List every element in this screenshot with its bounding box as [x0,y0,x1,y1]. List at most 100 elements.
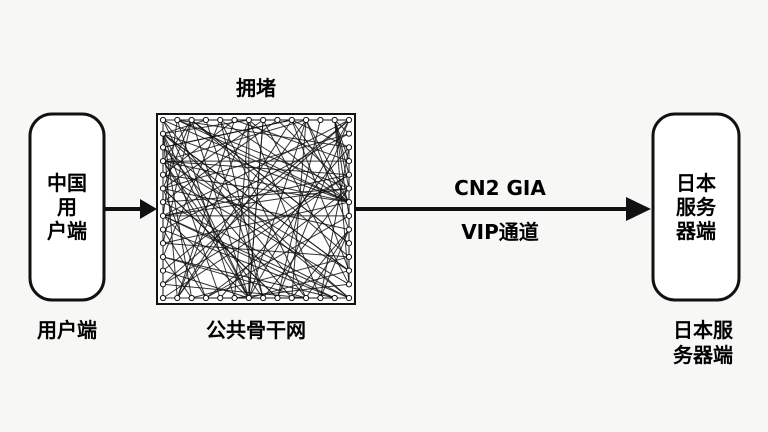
mesh-line [319,229,350,299]
server-node-line-1: 日本 [676,171,716,195]
mesh-line [162,133,350,230]
mesh-node [245,294,252,302]
mesh-node [331,116,338,124]
mesh-node [345,226,353,233]
mesh-line [162,188,207,299]
mesh-line [162,229,335,299]
mesh-line [262,119,350,285]
mesh-node [159,240,167,247]
link-label-bottom: VIP通道 [461,220,539,244]
mesh-line [162,229,207,299]
mesh-node [345,199,353,206]
client-node-line-2: 用 [57,195,77,219]
mesh-node [345,294,353,302]
mesh-line [319,147,350,299]
mesh-node [231,116,238,124]
mesh-node [345,267,353,274]
mesh-line [205,119,264,299]
mesh-node [260,294,267,302]
mesh-node [159,281,167,288]
backbone-top-label: 拥堵 [236,76,276,100]
mesh-line [162,119,250,299]
server-node-line-3: 器端 [675,219,716,243]
mesh-node [345,212,353,219]
mesh-line [305,119,350,203]
mesh-node [202,116,210,124]
mesh-node [345,130,353,137]
mesh-node [174,294,181,302]
mesh-line [162,119,193,162]
mesh-node [188,116,195,124]
mesh-line [334,119,350,135]
client-caption: 用户端 [37,318,97,342]
mesh-node [345,281,353,288]
mesh-node [217,116,224,124]
mesh-line [162,133,350,272]
mesh-node [159,171,167,178]
mesh-node [159,212,167,219]
mesh-line [162,256,307,299]
mesh-node [245,116,252,124]
link-label-top: CN2 GIA [454,176,546,200]
mesh-node [345,253,353,261]
mesh-node [188,294,195,302]
mesh-line [162,133,350,203]
mesh-line [162,133,221,299]
mesh-node [231,294,238,302]
mesh-node [302,294,310,302]
mesh-line [162,242,350,258]
mesh-line [291,229,350,299]
client-node: 中国 用 户端 [28,112,106,302]
mesh-line [162,174,350,203]
mesh-line [162,133,193,299]
mesh-line [334,119,350,162]
mesh-line [248,119,264,299]
mesh-line [162,215,335,299]
mesh-node [159,253,167,261]
server-caption-line-2: 务器端 [673,343,733,367]
mesh-line [162,119,307,162]
mesh-node [159,185,167,192]
mesh-node [217,294,224,302]
mesh-line [291,119,350,203]
mesh-node [345,185,353,192]
mesh-node [345,240,353,247]
mesh-node [345,157,353,165]
mesh-nodes [159,116,353,302]
mesh-node [345,116,353,124]
mesh-line [162,119,350,203]
mesh-line [162,174,350,299]
mesh-line [162,147,293,299]
mesh-node [288,294,295,302]
mesh-node [288,116,295,124]
mesh-line [162,119,193,189]
mesh-line [334,119,350,175]
mesh-node [331,294,338,302]
mesh-line [176,119,250,299]
mesh-node [260,116,267,124]
client-node-line-1: 中国 [47,171,87,195]
mesh-node [159,157,167,165]
mesh-node [159,294,167,302]
mesh-node [159,130,167,137]
mesh-line [334,119,350,216]
mesh-line [276,119,321,299]
mesh-line [177,119,350,203]
server-node: 日本 服务 器端 [651,112,741,302]
mesh-line [334,119,350,189]
mesh-line [191,119,350,244]
mesh-node [274,116,281,124]
mesh-line [205,215,350,299]
mesh-line [162,270,249,299]
mesh-line [234,283,350,299]
mesh-line [276,119,350,299]
mesh-node [159,199,167,206]
mesh-node [274,294,281,302]
mesh-line [162,256,335,299]
mesh-line [248,270,350,299]
mesh-line [162,256,193,299]
server-node-shape [651,112,741,302]
mesh-line [205,188,350,299]
mesh-node [202,294,210,302]
server-caption-line-1: 日本服 [673,318,734,342]
